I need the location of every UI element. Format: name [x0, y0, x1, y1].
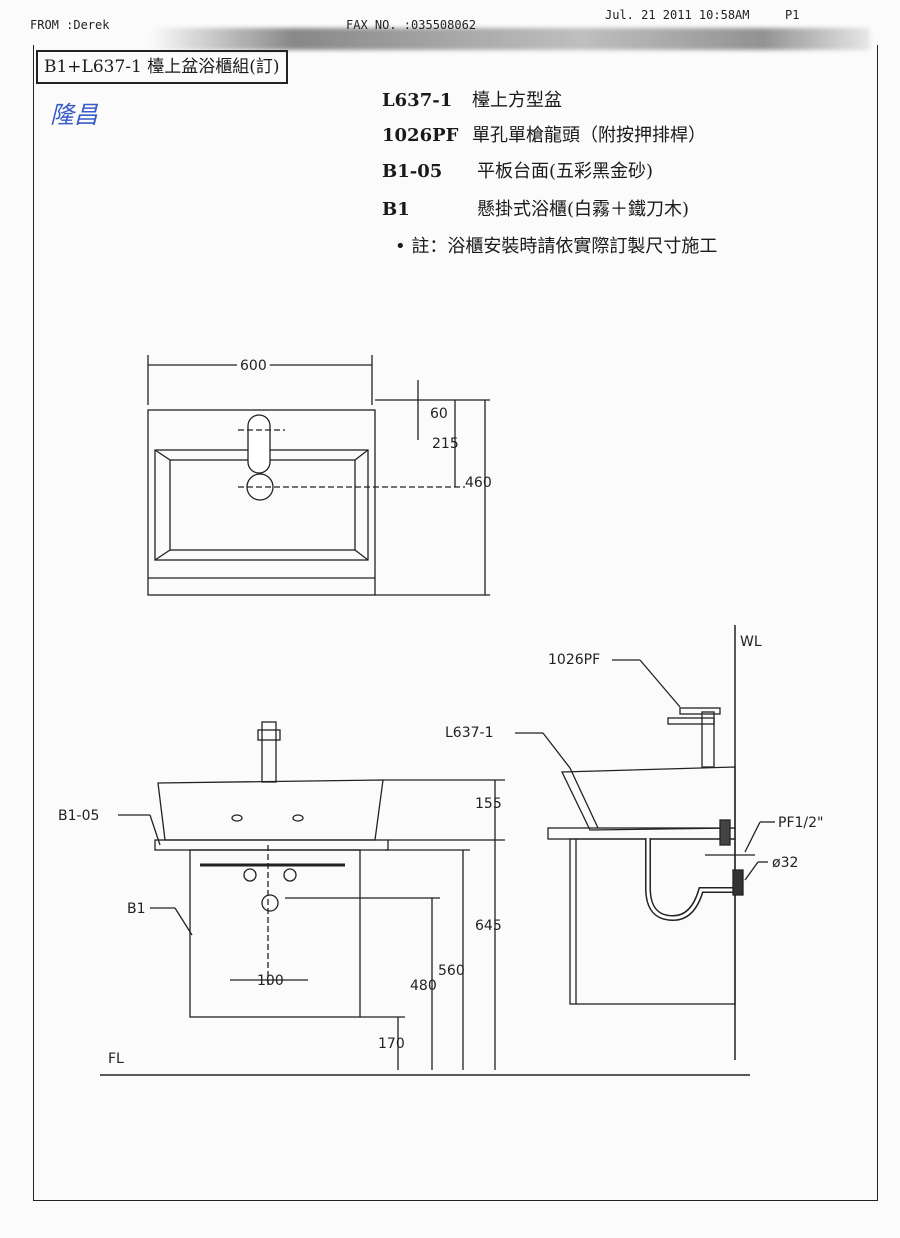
spec-row: B1 懸掛式浴櫃(白霧＋鐵刀木)	[382, 195, 689, 221]
dim-width: 600	[240, 358, 267, 374]
label-countertop: B1-05	[58, 808, 99, 824]
spec-row: 1026PF 單孔單槍龍頭（附按押排桿）	[382, 121, 706, 147]
dim-faucet-offset: 60	[430, 406, 448, 422]
top-view	[147, 355, 490, 596]
spec-code: B1-05	[382, 161, 443, 182]
spec-code: L637-1	[382, 90, 453, 111]
spec-code: 1026PF	[382, 125, 459, 146]
spec-desc: 檯上方型盆	[472, 90, 562, 111]
install-note: • 註：浴櫃安裝時請依實際訂製尺寸施工	[395, 236, 718, 257]
label-faucet: 1026PF	[548, 652, 600, 668]
spec-code: B1	[382, 199, 410, 220]
dim-drain-offset: 215	[432, 436, 459, 452]
fax-noise	[150, 28, 870, 50]
label-wall: WL	[740, 634, 762, 650]
side-view	[515, 625, 775, 1060]
dim-hole-spacing: 100	[257, 973, 284, 989]
spec-desc: 懸掛式浴櫃(白霧＋鐵刀木)	[477, 199, 690, 220]
dim-top-height: 645	[475, 918, 502, 934]
front-view	[100, 721, 750, 1076]
drawing-frame	[33, 45, 878, 1201]
label-supply: PF1/2"	[778, 815, 823, 831]
drawing-title: B1+L637-1 檯上盆浴櫃組(訂)	[36, 50, 288, 84]
label-drain: ø32	[772, 855, 798, 871]
dim-basin-height: 155	[475, 796, 502, 812]
dim-drain-height: 480	[410, 978, 437, 994]
label-basin: L637-1	[445, 725, 493, 741]
dim-label-backing	[237, 358, 270, 374]
spec-desc: 單孔單槍龍頭（附按押排桿）	[472, 125, 706, 146]
dim-floor-gap: 170	[378, 1036, 405, 1052]
handwritten-note: 隆昌	[50, 101, 98, 129]
fax-datetime: Jul. 21 2011 10:58AM	[605, 8, 750, 22]
dim-depth: 460	[465, 475, 492, 491]
label-cabinet: B1	[127, 901, 146, 917]
fax-from: FROM :Derek	[30, 18, 110, 32]
fax-number: FAX NO. :035508062	[346, 18, 477, 32]
spec-row: L637-1 檯上方型盆	[382, 86, 562, 112]
fax-page-number: P1	[785, 8, 800, 22]
dim-cabinet-top: 560	[438, 963, 465, 979]
spec-row: B1-05 平板台面(五彩黑金砂)	[382, 157, 653, 183]
label-floor: FL	[108, 1051, 124, 1067]
spec-desc: 平板台面(五彩黑金砂)	[477, 161, 654, 182]
